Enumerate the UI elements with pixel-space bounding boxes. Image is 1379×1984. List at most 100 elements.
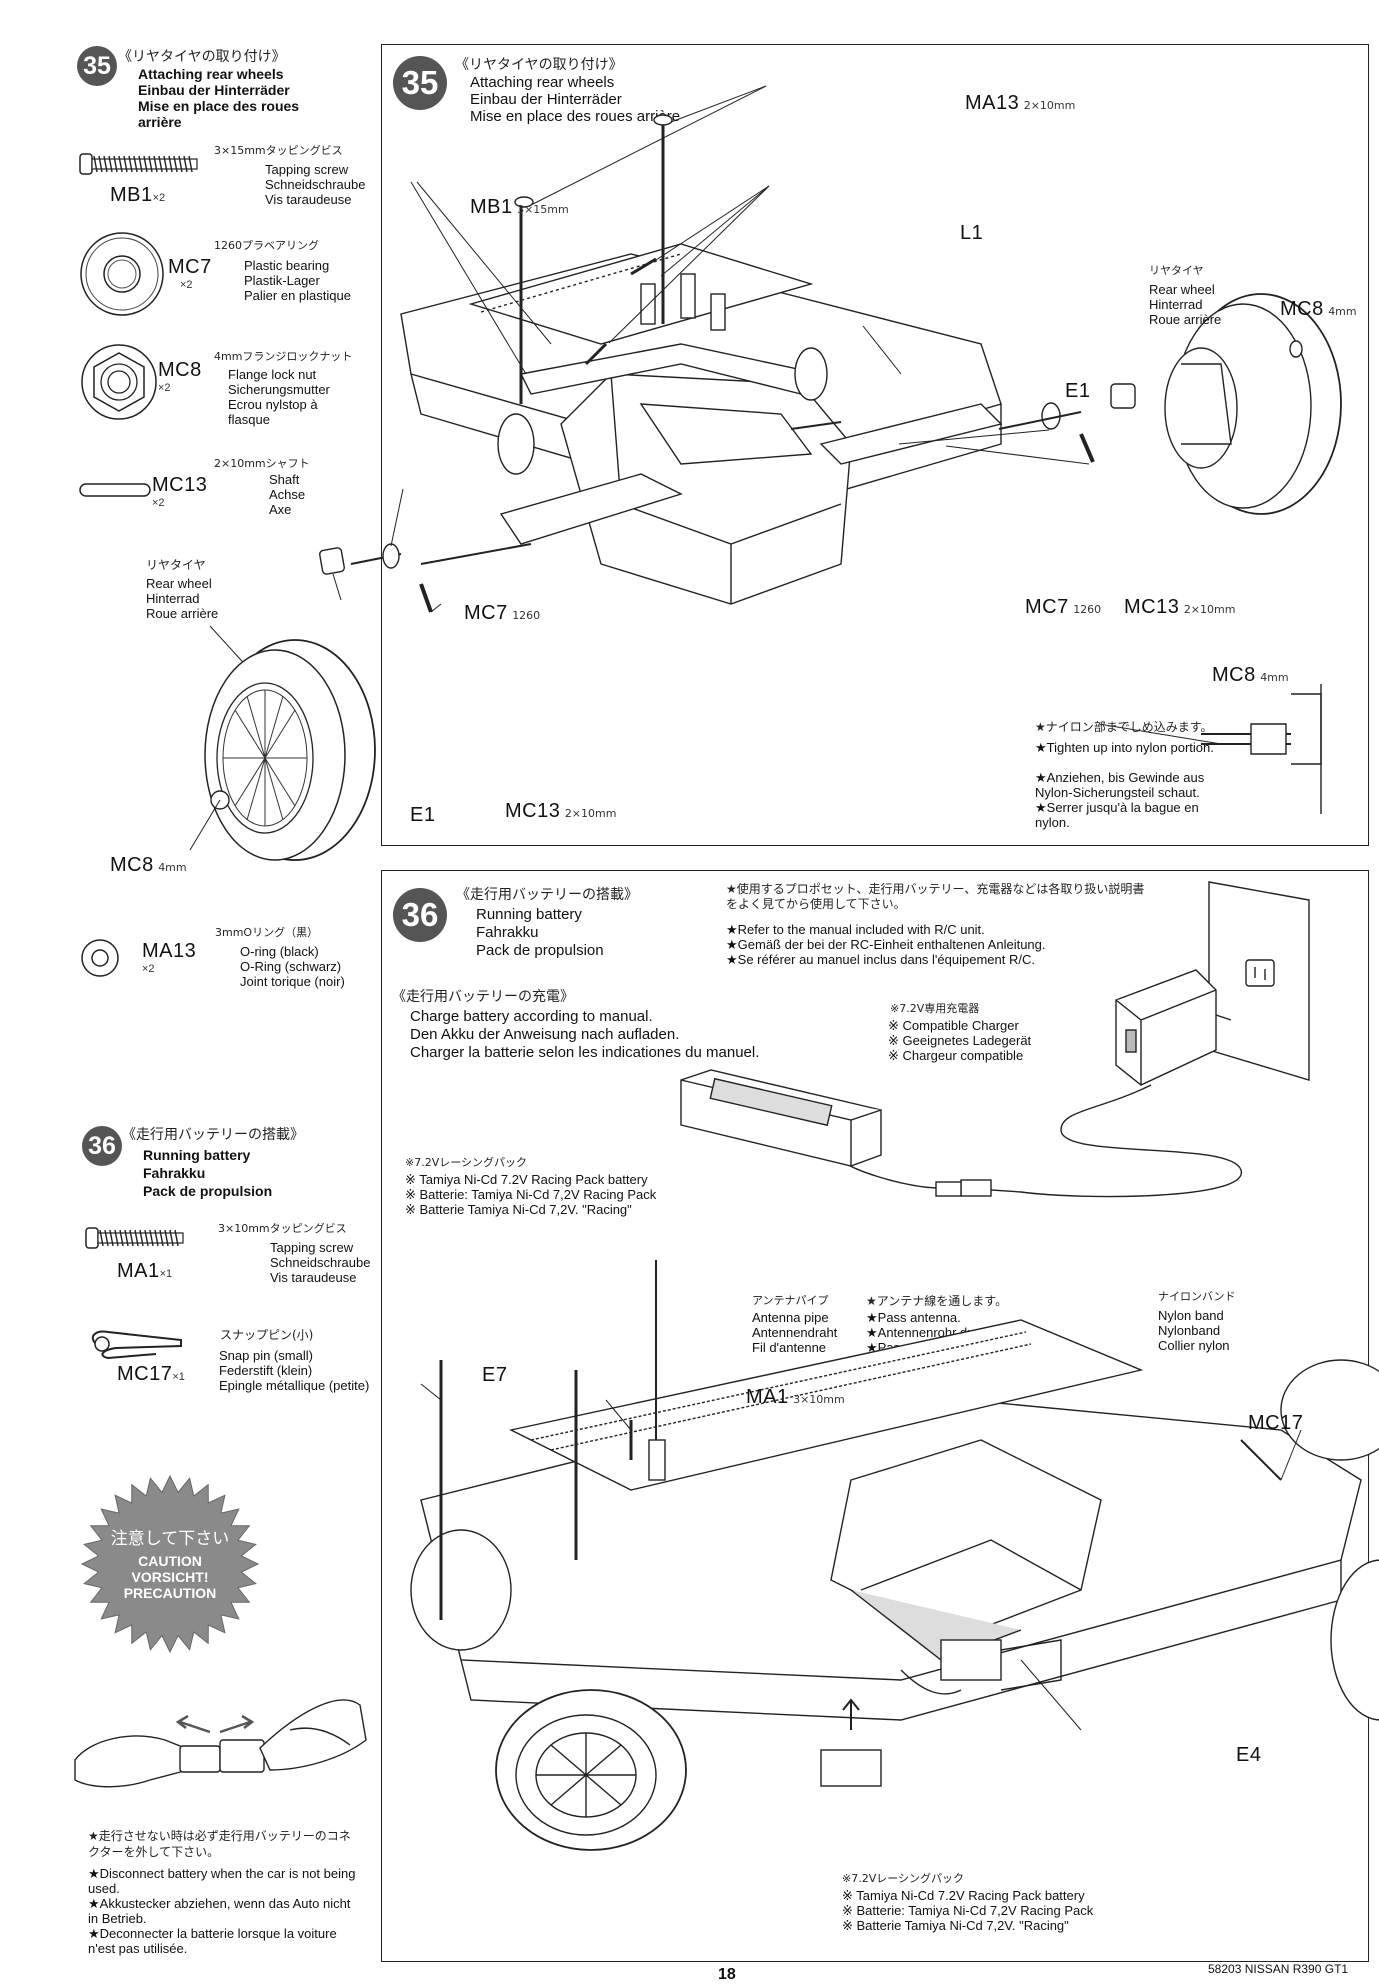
mc8-en: Flange lock nut [228,367,317,382]
ma13-code-text: MA13 [142,940,197,962]
step-35-jp-title: 《リヤタイヤの取り付け》 [118,49,286,65]
mc13-fr: Axe [269,502,292,517]
caution-en: CAUTION [138,1553,202,1569]
step-36-titles: Running battery Fahrakku Pack de propuls… [143,1146,272,1200]
manual-note-jp: ★使用するプロポセット、走行用バッテリー、充電器などは各取り扱い説明書をよく見て… [726,882,1145,911]
nylon-note-jp: ★ナイロン部までしめ込みます。 [1035,720,1213,734]
step-36-badge: 36 [82,1126,122,1166]
charger-jp: ※7.2V専用充電器 [890,1002,980,1015]
callout-l1: L1 [960,222,984,244]
caution-de: VORSICHT! [131,1569,209,1585]
callout-mc7-right-size: 1260 [1073,603,1102,616]
callout-mc13-right-size: 2×10mm [1183,603,1236,616]
nylon-note-en: ★Tighten up into nylon portion. [1035,740,1214,755]
mc8-qty: ×2 [158,382,171,394]
rear-wheel-en: Rear wheel [146,576,212,591]
step-35-en: Attaching rear wheels [138,66,284,82]
o-ring-icon [81,939,119,977]
mc13-code-text: MC13 [152,474,208,496]
callout-mc13-right: MC13 2×10mm [1124,596,1235,619]
step-36-en: Running battery [143,1147,251,1163]
disconnect-jp: ★走行させない時は必ず走行用バッテリーのコネクターを外して下さい。 [88,1829,351,1859]
callout-mc8-right-code: MC8 [1280,298,1324,320]
nylon-note-fr: ★Serrer jusqu'à la bague en nylon. [1035,800,1199,830]
callout-mc7-left-size: 1260 [512,609,541,622]
step-35-fr: Mise en place des roues arrière [138,98,300,130]
nylon-band-de: Nylonband [1158,1323,1221,1338]
panel-35-jp-title: 《リヤタイヤの取り付け》 [455,57,623,73]
ma1-jp: 3×10mmタッピングビス [218,1222,347,1235]
callout-e4: E4 [1236,1744,1262,1766]
caution-jp: 注意して下さい [110,1529,230,1549]
battery-de: ※ Batterie: Tamiya Ni-Cd 7,2V Racing Pac… [405,1187,657,1202]
mb1-fr: Vis taraudeuse [265,192,352,207]
tapping-screw-icon [79,153,198,175]
callout-e1-left: E1 [410,804,436,826]
panel-35-fr: Mise en place des roues arrière [470,108,681,125]
disconnect-hands-illustration [74,1699,367,1788]
manual-note-en: ★Refer to the manual included with R/C u… [726,922,985,937]
mc8-code-text: MC8 [158,359,202,381]
mc17-de: Federstift (klein) [219,1363,313,1378]
mc8-names: Flange lock nut Sicherungsmutter Ecrou n… [228,367,338,427]
nylon-band-jp: ナイロンバンド [1158,1290,1236,1303]
disconnect-en: ★Disconnect battery when the car is not … [88,1866,356,1896]
ma13-code: MA13 ×2 [142,940,196,975]
mc17-qty: ×1 [172,1371,185,1383]
callout-ma13: MA13 2×10mm [965,92,1075,115]
callout-mc7-right-code: MC7 [1025,596,1069,618]
battery-bottom-fr: ※ Batterie Tamiya Ni-Cd 7,2V. "Racing" [842,1918,1069,1933]
callout-mb1-size: 3×15mm [517,203,569,216]
mc7-en: Plastic bearing [244,258,330,273]
mb1-names: Tapping screw Schneidschraube Vis taraud… [265,162,365,207]
footer-model: 58203 NISSAN R390 GT1 [1208,1962,1349,1976]
mc8-code: MC8 ×2 [158,359,202,394]
mc7-code: MC7 ×2 [168,256,212,291]
charge-names: Charge battery according to manual. Den … [410,1008,759,1062]
mb1-code-text: MB1 [110,184,153,206]
battery-en: ※ Tamiya Ni-Cd 7.2V Racing Pack battery [405,1172,648,1187]
plastic-bearing-icon [80,232,164,316]
callout-ma1: MA1 3×10mm [746,1386,845,1409]
mb1-jp: 3×15mmタッピングビス [214,144,343,157]
manual-note-de: ★Gemäß der bei der RC-Einheit enthaltene… [726,937,1046,952]
charger-en: ※ Compatible Charger [888,1018,1019,1033]
callout-mb1: MB1 3×15mm [470,196,569,219]
mc17-fr: Epingle métallique (petite) [219,1378,370,1393]
mc13-de: Achse [269,487,306,502]
step-35-titles: Attaching rear wheels Einbau der Hinterr… [138,66,338,130]
step-36-de: Fahrakku [143,1165,206,1181]
step-35-badge: 35 [77,46,117,86]
panel-35-rear-wheel-de: Hinterrad [1149,297,1203,312]
pass-antenna-jp: ★アンテナ線を通します。 [866,1294,1008,1308]
battery-fr: ※ Batterie Tamiya Ni-Cd 7,2V. "Racing" [405,1202,632,1217]
charger-names: ※ Compatible Charger ※ Geeignetes Ladege… [888,1018,1031,1063]
panel-36-de: Fahrakku [476,924,539,941]
caution-fr: PRECAUTION [123,1585,217,1601]
mb1-de: Schneidschraube [265,177,366,192]
mc8-de: Sicherungsmutter [228,382,330,397]
ma13-names: O-ring (black) O-Ring (schwarz) Joint to… [240,944,345,989]
panel-35-rear-wheel-jp: リヤタイヤ [1149,264,1204,277]
panel-35-rear-wheel-names: Rear wheel Hinterrad Roue arrière [1149,282,1221,327]
panel-35-de: Einbau der Hinterräder [470,91,622,108]
mc7-names: Plastic bearing Plastik-Lager Palier en … [244,258,351,303]
callout-mc8-right: MC8 4mm [1280,298,1357,321]
battery-bottom-en: ※ Tamiya Ni-Cd 7.2V Racing Pack battery [842,1888,1085,1903]
mc13-names: Shaft Achse Axe [269,472,305,517]
shaft-icon [79,483,151,497]
chassis-battery-illustration [410,1260,1379,1851]
snap-pin-icon [91,1330,182,1360]
rear-wheel-de: Hinterrad [146,591,200,606]
nylon-band-fr: Collier nylon [1158,1338,1230,1353]
callout-mc8-detail-code: MC8 [1212,664,1256,686]
rear-chassis-illustration [319,85,1342,814]
callout-mc7-right: MC7 1260 [1025,596,1101,619]
callout-ma13-size: 2×10mm [1023,99,1076,112]
ma1-code: MA1×1 [117,1260,172,1283]
callout-mc8-detail-size: 4mm [1260,671,1289,684]
ma13-qty: ×2 [142,963,155,975]
mc7-de: Plastik-Lager [244,273,320,288]
mc13-code: MC13 ×2 [152,474,207,509]
manual-note-fr: ★Se référer au manuel inclus dans l'équi… [726,952,1035,967]
